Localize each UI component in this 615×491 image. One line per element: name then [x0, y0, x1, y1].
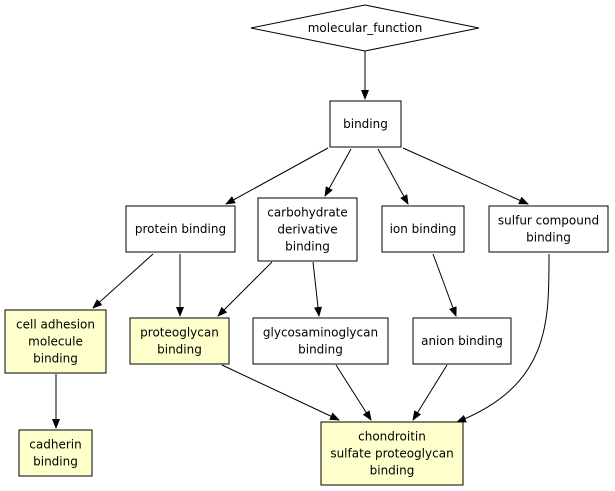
edge-binding-to-carbohydrate-derivative-binding [324, 148, 352, 197]
node-shape-proteoglycan-binding [129, 317, 230, 365]
edge-binding-to-ion-binding [377, 148, 409, 205]
node-label-carbohydrate-derivative-binding-line-2: derivative [277, 223, 337, 237]
node-label-chondroitin-sulfate-proteoglycan-binding-line-3: binding [370, 464, 415, 478]
node-shape-protein-binding [125, 205, 236, 253]
node-label-carbohydrate-derivative-binding-line-1: carbohydrate [267, 206, 348, 220]
node-label-cadherin-binding-line-2: binding [33, 455, 78, 469]
node-label-sulfur-compound-binding-line-1: sulfur compound [498, 214, 599, 228]
edge-glycosaminoglycan-binding-to-chondroitin-sulfate-proteoglycan-binding [335, 364, 372, 421]
node-shape-glycosaminoglycan-binding [252, 317, 389, 365]
node-protein-binding[interactable]: protein binding [125, 205, 236, 253]
edge-binding-to-protein-binding [225, 147, 329, 205]
node-label-glycosaminoglycan-binding-line-2: binding [298, 343, 343, 357]
node-cell-adhesion-molecule-binding[interactable]: cell adhesion molecule binding [4, 309, 107, 374]
edge-ion-binding-to-anion-binding [432, 253, 457, 317]
edge-carbohydrate-derivative-binding-to-glycosaminoglycan-binding [312, 261, 322, 317]
node-label-chondroitin-sulfate-proteoglycan-binding-line-2: sulfate proteoglycan [330, 447, 453, 461]
node-label-glycosaminoglycan-binding-line-1: glycosaminoglycan [263, 326, 378, 340]
node-chondroitin-sulfate-proteoglycan-binding[interactable]: chondroitin sulfate proteoglycan binding [320, 421, 464, 486]
node-carbohydrate-derivative-binding[interactable]: carbohydrate derivative binding [257, 197, 358, 262]
node-binding[interactable]: binding [329, 100, 402, 148]
node-label-cell-adhesion-molecule-binding-line-3: binding [33, 352, 78, 366]
node-label-protein-binding-line-1: protein binding [135, 222, 226, 236]
node-shape-chondroitin-sulfate-proteoglycan-binding [320, 421, 464, 486]
edge-carbohydrate-derivative-binding-to-proteoglycan-binding [217, 261, 273, 317]
node-label-chondroitin-sulfate-proteoglycan-binding-line-1: chondroitin [358, 430, 426, 444]
node-ion-binding[interactable]: ion binding [381, 205, 465, 253]
node-label-molecular-function-line-1: molecular_function [308, 21, 423, 35]
node-shape-cell-adhesion-molecule-binding [4, 309, 107, 374]
node-anion-binding[interactable]: anion binding [412, 317, 512, 365]
node-label-cell-adhesion-molecule-binding-line-1: cell adhesion [16, 318, 95, 332]
node-label-carbohydrate-derivative-binding-line-3: binding [285, 240, 330, 254]
node-sulfur-compound-binding[interactable]: sulfur compound binding [488, 205, 609, 253]
node-label-binding-line-1: binding [343, 117, 388, 131]
node-molecular-function[interactable]: molecular_function [250, 4, 480, 52]
node-label-ion-binding-line-1: ion binding [390, 222, 457, 236]
node-label-sulfur-compound-binding-line-2: binding [526, 231, 571, 245]
node-shape-sulfur-compound-binding [488, 205, 609, 253]
node-shape-binding [329, 100, 402, 148]
node-shape-anion-binding [412, 317, 512, 365]
node-shape-molecular-function [250, 4, 480, 52]
node-shape-ion-binding [381, 205, 465, 253]
node-label-cell-adhesion-molecule-binding-line-2: molecule [28, 335, 83, 349]
node-label-anion-binding-line-1: anion binding [421, 334, 503, 348]
edge-proteoglycan-binding-to-chondroitin-sulfate-proteoglycan-binding [221, 364, 340, 421]
node-proteoglycan-binding[interactable]: proteoglycan binding [129, 317, 230, 365]
node-cadherin-binding[interactable]: cadherin binding [18, 429, 93, 477]
node-shape-cadherin-binding [18, 429, 93, 477]
node-label-proteoglycan-binding-line-1: proteoglycan [140, 326, 219, 340]
node-label-cadherin-binding-line-1: cadherin [29, 438, 81, 452]
node-shape-carbohydrate-derivative-binding [257, 197, 358, 262]
node-glycosaminoglycan-binding[interactable]: glycosaminoglycan binding [252, 317, 389, 365]
edges-layer [52, 51, 550, 429]
edge-binding-to-sulfur-compound-binding [402, 147, 529, 205]
edge-anion-binding-to-chondroitin-sulfate-proteoglycan-binding [412, 364, 448, 421]
node-label-proteoglycan-binding-line-2: binding [157, 343, 202, 357]
edge-sulfur-compound-binding-to-chondroitin-sulfate-proteoglycan-binding [456, 253, 550, 423]
edge-protein-binding-to-cell-adhesion-molecule-binding [92, 253, 154, 309]
